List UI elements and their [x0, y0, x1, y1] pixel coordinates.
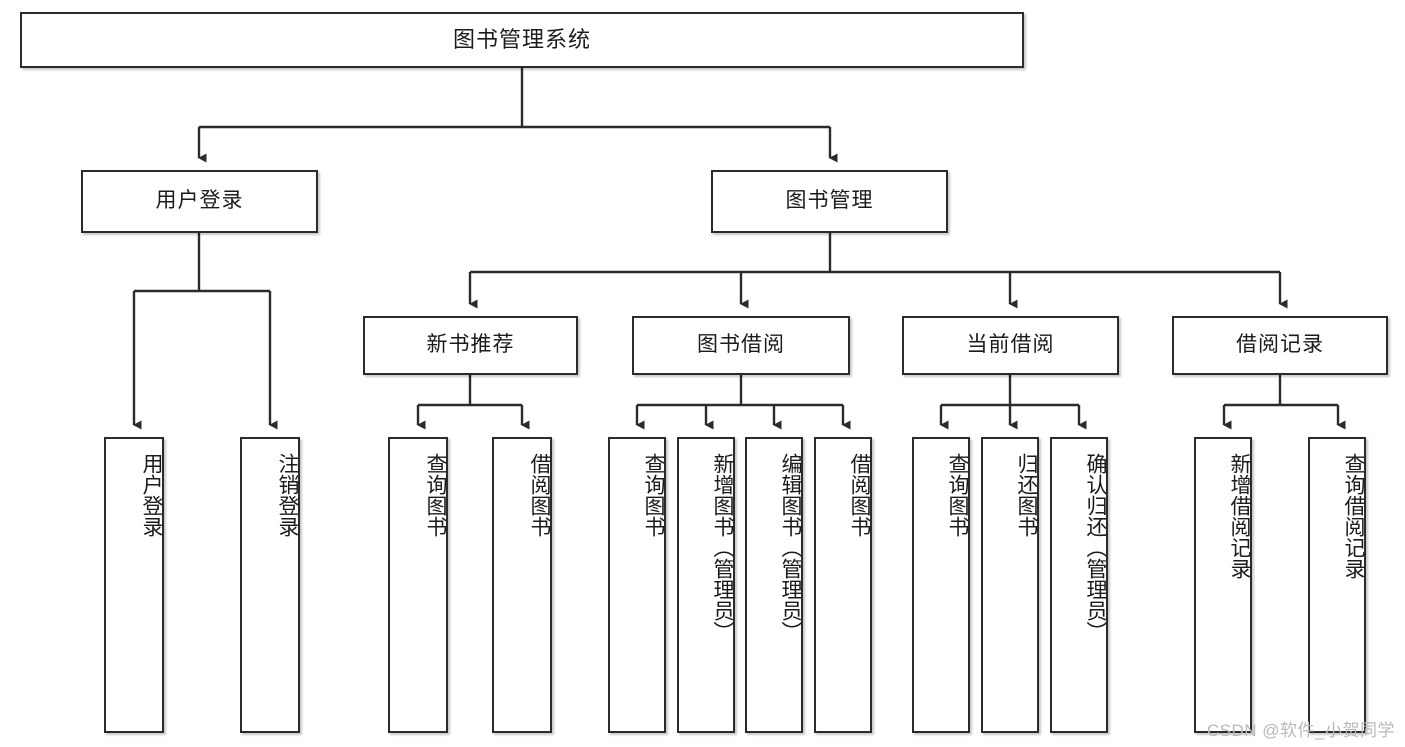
node-leaf-borrow-book-1[interactable]: 借阅图书 [492, 437, 552, 733]
node-leaf-user-logout[interactable]: 注销登录 [240, 437, 300, 733]
node-leaf-confirm-return-label: 确认归还（管理员） [1084, 453, 1107, 642]
node-leaf-query-book-2-label: 查询图书 [642, 453, 665, 537]
node-root-system[interactable]: 图书管理系统 [20, 12, 1024, 68]
node-leaf-query-book-3[interactable]: 查询图书 [912, 437, 970, 733]
node-leaf-user-login-label: 用户登录 [140, 453, 163, 537]
node-leaf-return-book-label: 归还图书 [1015, 453, 1038, 537]
node-leaf-confirm-return[interactable]: 确认归还（管理员） [1050, 437, 1108, 733]
node-leaf-add-book-label: 新增图书（管理员） [711, 453, 734, 642]
node-leaf-return-book[interactable]: 归还图书 [981, 437, 1039, 733]
node-current-borrow[interactable]: 当前借阅 [902, 316, 1119, 375]
node-leaf-edit-book-label: 编辑图书（管理员） [779, 453, 802, 642]
node-leaf-add-book[interactable]: 新增图书（管理员） [677, 437, 735, 733]
node-leaf-user-login[interactable]: 用户登录 [104, 437, 164, 733]
node-borrow-record[interactable]: 借阅记录 [1172, 316, 1388, 375]
node-leaf-query-book-2[interactable]: 查询图书 [608, 437, 666, 733]
node-user-login[interactable]: 用户登录 [81, 170, 318, 233]
node-book-manage[interactable]: 图书管理 [711, 170, 948, 233]
node-leaf-borrow-book-1-label: 借阅图书 [528, 453, 551, 537]
node-leaf-query-record[interactable]: 查询借阅记录 [1308, 437, 1366, 733]
node-leaf-edit-book[interactable]: 编辑图书（管理员） [745, 437, 803, 733]
csdn-watermark: CSDN @软件_小贺同学 [1206, 721, 1395, 740]
node-new-book-rec[interactable]: 新书推荐 [363, 316, 578, 375]
node-leaf-query-book-1[interactable]: 查询图书 [388, 437, 448, 733]
node-leaf-query-book-1-label: 查询图书 [424, 453, 447, 537]
node-leaf-query-record-label: 查询借阅记录 [1342, 453, 1365, 579]
node-leaf-borrow-book-2[interactable]: 借阅图书 [814, 437, 872, 733]
node-book-borrow[interactable]: 图书借阅 [632, 316, 850, 375]
node-leaf-borrow-book-2-label: 借阅图书 [848, 453, 871, 537]
node-leaf-add-record-label: 新增借阅记录 [1228, 453, 1251, 579]
node-leaf-user-logout-label: 注销登录 [276, 453, 299, 537]
node-leaf-add-record[interactable]: 新增借阅记录 [1194, 437, 1252, 733]
node-leaf-query-book-3-label: 查询图书 [946, 453, 969, 537]
